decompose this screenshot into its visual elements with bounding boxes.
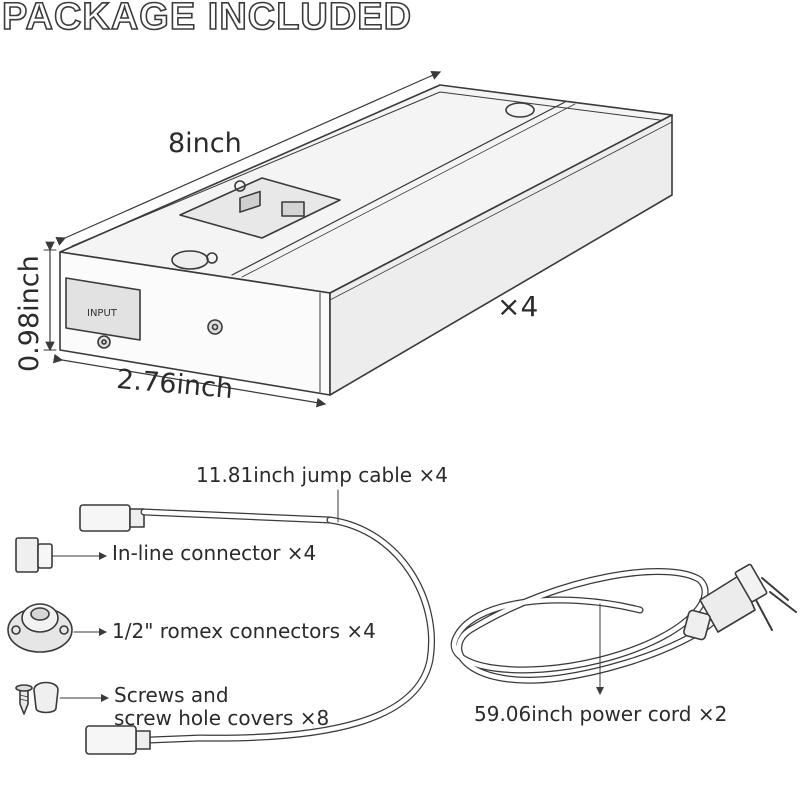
- jump-cable-label: 11.81inch jump cable ×4: [196, 463, 448, 487]
- power-cord-label: 59.06inch power cord ×2: [474, 702, 728, 726]
- power-cord: [450, 563, 797, 695]
- romex-connector-icon: [7, 603, 107, 653]
- light-bar: INPUT: [43, 71, 673, 408]
- inline-connector-icon: [15, 537, 107, 573]
- height-dimension-label: 0.98inch: [14, 255, 45, 372]
- inline-connector-label: In-line connector ×4: [112, 541, 317, 565]
- light-bar-quantity: ×4: [497, 290, 539, 323]
- screw-cover-icon: [33, 681, 109, 714]
- screws-label-line1: Screws and: [114, 683, 229, 707]
- width-dimension-label: 8inch: [168, 128, 242, 159]
- screws-label: Screws and screw hole covers ×8: [114, 684, 329, 730]
- screws-label-line2: screw hole covers ×8: [114, 706, 330, 730]
- input-port: INPUT: [65, 277, 141, 349]
- romex-connector-label: 1/2" romex connectors ×4: [112, 619, 376, 643]
- screw-icon: [15, 684, 33, 715]
- jump-cable: [79, 489, 435, 755]
- page-title: PACKAGE INCLUDED: [1, 0, 413, 39]
- input-tag: INPUT: [87, 308, 118, 319]
